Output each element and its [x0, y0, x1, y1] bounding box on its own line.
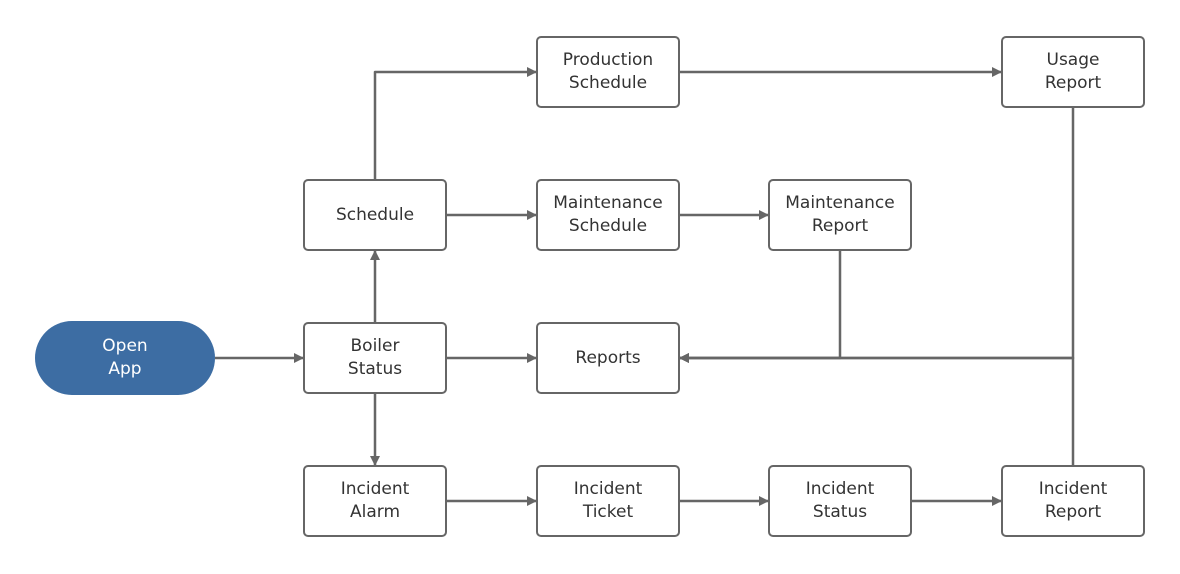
node-usage-report[interactable]: Usage Report: [1001, 36, 1145, 108]
node-incident-alarm[interactable]: Incident Alarm: [303, 465, 447, 537]
node-open-app[interactable]: Open App: [35, 321, 215, 395]
node-boiler-status[interactable]: Boiler Status: [303, 322, 447, 394]
edge-schedule-to-production-schedule: [373, 67, 537, 179]
edge-incident-report-to-reports: [679, 353, 1075, 465]
node-schedule[interactable]: Schedule: [303, 179, 447, 251]
node-maintenance-schedule[interactable]: Maintenance Schedule: [536, 179, 680, 251]
node-production-schedule[interactable]: Production Schedule: [536, 36, 680, 108]
node-incident-status[interactable]: Incident Status: [768, 465, 912, 537]
node-incident-ticket[interactable]: Incident Ticket: [536, 465, 680, 537]
node-incident-report[interactable]: Incident Report: [1001, 465, 1145, 537]
node-maintenance-report[interactable]: Maintenance Report: [768, 179, 912, 251]
node-reports[interactable]: Reports: [536, 322, 680, 394]
edge-maintenance-report-to-reports: [679, 251, 842, 363]
